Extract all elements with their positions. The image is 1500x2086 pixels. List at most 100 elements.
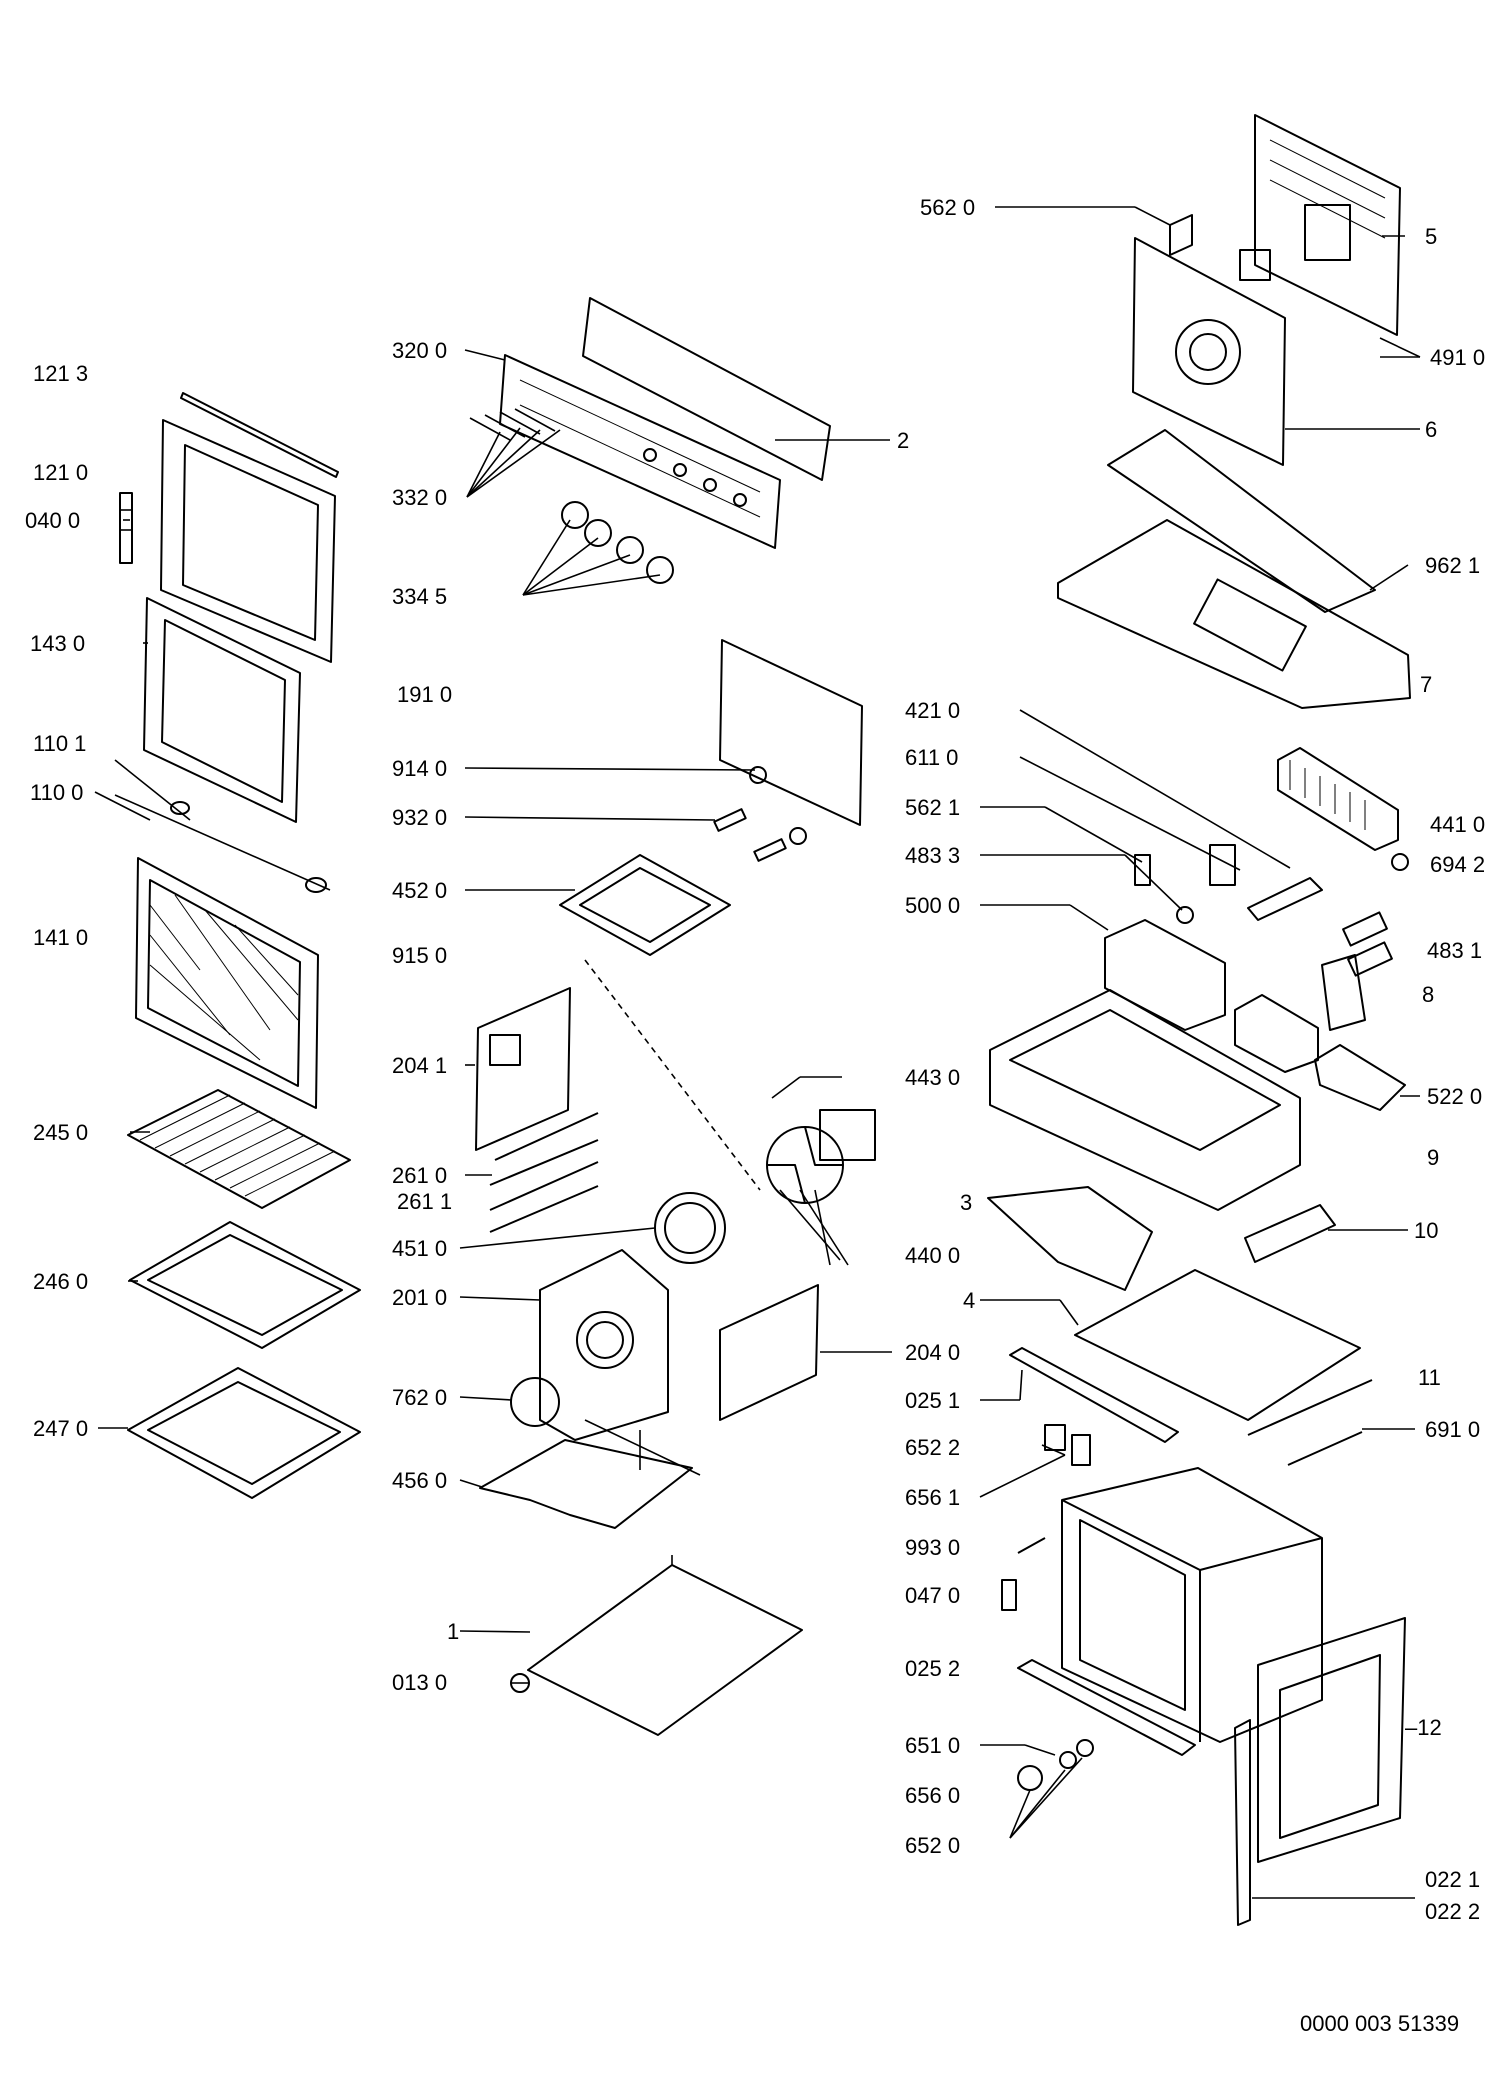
part-side-rack-panel bbox=[475, 987, 571, 1151]
part-door-outer-glass bbox=[160, 419, 336, 663]
label-914-0: 914 0 bbox=[392, 756, 447, 781]
part-rear-wall bbox=[1132, 237, 1286, 466]
label-562-1: 562 1 bbox=[905, 795, 960, 820]
part-front-side-strip bbox=[1234, 1719, 1251, 1926]
label-040-0: 040 0 bbox=[25, 508, 80, 533]
label-8: 8 bbox=[1422, 982, 1434, 1007]
label-2: 2 bbox=[897, 428, 909, 453]
part-door-hinge bbox=[119, 492, 133, 564]
label-441-0: 441 0 bbox=[1430, 812, 1485, 837]
part-wire-shelf bbox=[127, 1089, 351, 1209]
label-022-1: 022 1 bbox=[1425, 1867, 1480, 1892]
label-491-0: 491 0 bbox=[1430, 345, 1485, 370]
label-483-3: 483 3 bbox=[905, 843, 960, 868]
part-bracket-562 bbox=[1169, 214, 1193, 256]
part-lamp-parts bbox=[713, 766, 807, 862]
label-691-0: 691 0 bbox=[1425, 1417, 1480, 1442]
part-grill-element bbox=[559, 854, 731, 956]
label-993-0: 993 0 bbox=[905, 1535, 960, 1560]
part-door-hinge-rods bbox=[114, 759, 331, 893]
label-245-0: 245 0 bbox=[33, 1120, 88, 1145]
part-side-runners bbox=[489, 1112, 599, 1233]
part-bottom-strip bbox=[1244, 1204, 1336, 1263]
label-762-0: 762 0 bbox=[392, 1385, 447, 1410]
label-452-0: 452 0 bbox=[392, 878, 447, 903]
part-screw bbox=[510, 1673, 530, 1693]
label-191-0: 191 0 bbox=[397, 682, 452, 707]
label-204-1: 204 1 bbox=[392, 1053, 447, 1078]
label-013-0: 013 0 bbox=[392, 1670, 447, 1695]
label-110-0: 110 0 bbox=[30, 780, 83, 805]
part-bottom-element bbox=[479, 1419, 701, 1529]
label-204-0: 204 0 bbox=[905, 1340, 960, 1365]
label-440-0: 440 0 bbox=[905, 1243, 960, 1268]
part-circular-element bbox=[654, 1192, 726, 1264]
part-inner-door-panel bbox=[135, 857, 319, 1109]
label-334-5: 334 5 bbox=[392, 584, 447, 609]
part-door-top-strip bbox=[180, 392, 339, 478]
part-fan-assembly bbox=[766, 1109, 876, 1266]
label-500-0: 500 0 bbox=[905, 893, 960, 918]
label-110-1: 110 1 bbox=[33, 731, 86, 756]
part-terminal-blocks bbox=[1342, 911, 1393, 977]
label-5: 5 bbox=[1425, 224, 1437, 249]
label-025-1: 025 1 bbox=[905, 1388, 960, 1413]
leader-lines bbox=[94, 206, 1421, 1899]
document-number: 0000 003 51339 bbox=[1300, 2011, 1459, 2036]
label-10: 10 bbox=[1414, 1218, 1438, 1243]
label-6: 6 bbox=[1425, 417, 1437, 442]
part-baking-tray bbox=[129, 1221, 361, 1349]
label-421-0: 421 0 bbox=[905, 698, 960, 723]
part-cavity-clip bbox=[1001, 1579, 1017, 1611]
label-694-2: 694 2 bbox=[1430, 852, 1485, 877]
label-022-2: 022 2 bbox=[1425, 1899, 1480, 1924]
part-harness-bracket bbox=[1134, 844, 1323, 924]
label-11: 11 bbox=[1418, 1365, 1441, 1390]
part-thermostat-rod bbox=[1247, 1379, 1373, 1466]
label-562-0: 562 0 bbox=[920, 195, 975, 220]
part-knob-spindles bbox=[469, 408, 556, 441]
label-247-0: 247 0 bbox=[33, 1416, 88, 1441]
label-4: 4 bbox=[963, 1288, 975, 1313]
part-front-frame bbox=[1257, 1617, 1406, 1863]
label-047-0: 047 0 bbox=[905, 1583, 960, 1608]
part-oven-seal bbox=[719, 639, 863, 826]
label-962-1: 962 1 bbox=[1425, 553, 1480, 578]
part-number-labels: 121 3 121 0 040 0 143 0 110 1 110 0 141 … bbox=[25, 195, 1485, 2036]
label-443-0: 443 0 bbox=[905, 1065, 960, 1090]
part-fan-cover bbox=[539, 1249, 669, 1441]
part-clips-652-656 bbox=[1044, 1424, 1091, 1466]
part-deep-pan bbox=[127, 1367, 361, 1499]
label-651-0: 651 0 bbox=[905, 1733, 960, 1758]
part-oven-floor bbox=[527, 1555, 803, 1736]
label-522-0: 522 0 bbox=[1427, 1084, 1482, 1109]
label-320-0: 320 0 bbox=[392, 338, 447, 363]
part-front-rail bbox=[1009, 1347, 1179, 1443]
label-451-0: 451 0 bbox=[392, 1236, 447, 1261]
label-652-2: 652 2 bbox=[905, 1435, 960, 1460]
part-fan-disc bbox=[510, 1377, 560, 1427]
label-143-0: 143 0 bbox=[30, 631, 85, 656]
part-door-inner-glass bbox=[143, 597, 301, 823]
part-side-vent bbox=[987, 1186, 1153, 1291]
label-332-0: 332 0 bbox=[392, 485, 447, 510]
part-top-plate bbox=[1057, 519, 1411, 709]
label-656-0: 656 0 bbox=[905, 1783, 960, 1808]
part-dashed-axis bbox=[584, 959, 761, 1191]
label-025-2: 025 2 bbox=[905, 1656, 960, 1681]
part-cavity-screw bbox=[1017, 1537, 1046, 1554]
part-switch-unit bbox=[1104, 919, 1366, 1031]
part-control-chassis bbox=[989, 989, 1301, 1211]
label-201-0: 201 0 bbox=[392, 1285, 447, 1310]
part-tangential-fan bbox=[1277, 747, 1409, 871]
label-121-3: 121 3 bbox=[33, 361, 88, 386]
part-insulation-strip bbox=[1107, 429, 1376, 613]
part-cavity-top bbox=[1074, 1269, 1361, 1421]
label-915-0: 915 0 bbox=[392, 943, 447, 968]
part-top-rear-cover bbox=[1254, 114, 1401, 336]
label-246-0: 246 0 bbox=[33, 1269, 88, 1294]
label-121-0: 121 0 bbox=[33, 460, 88, 485]
part-control-knobs bbox=[561, 501, 674, 584]
part-front-bottom-rail bbox=[1017, 1659, 1196, 1756]
label-3: 3 bbox=[960, 1190, 972, 1215]
